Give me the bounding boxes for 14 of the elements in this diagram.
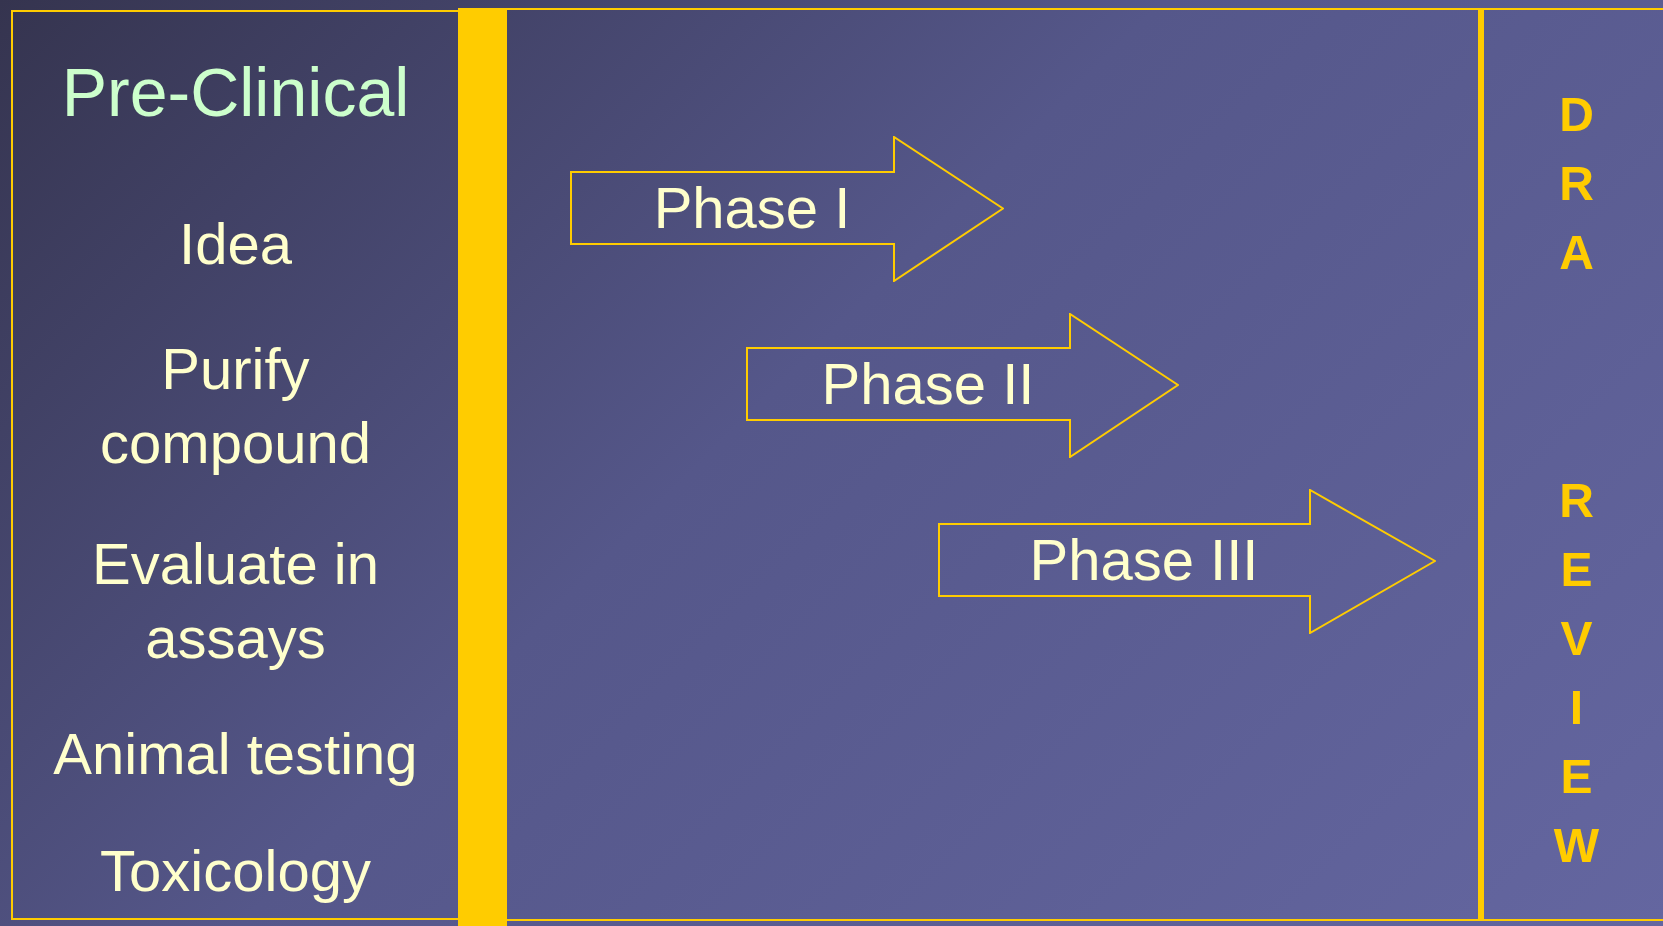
stage-item: Animal testing — [53, 720, 418, 788]
phase-banner — [746, 313, 1179, 458]
phase-banner — [938, 489, 1436, 634]
panel-heading: Pre-Clinical — [60, 53, 411, 132]
phase-banner — [570, 136, 1004, 282]
vertical-heading: DRA REVIEW — [1549, 88, 1604, 888]
stage-item: Toxicology — [99, 837, 372, 905]
stage-item: Idea — [178, 210, 293, 278]
phase-label: Phase II — [820, 350, 1036, 418]
phase-label: Phase I — [652, 174, 852, 242]
divider-bar — [458, 8, 507, 926]
phase-label: Phase III — [1028, 526, 1260, 594]
stage-item: Evaluate in assays — [91, 530, 380, 672]
stage-item: Purify compound — [99, 335, 372, 477]
